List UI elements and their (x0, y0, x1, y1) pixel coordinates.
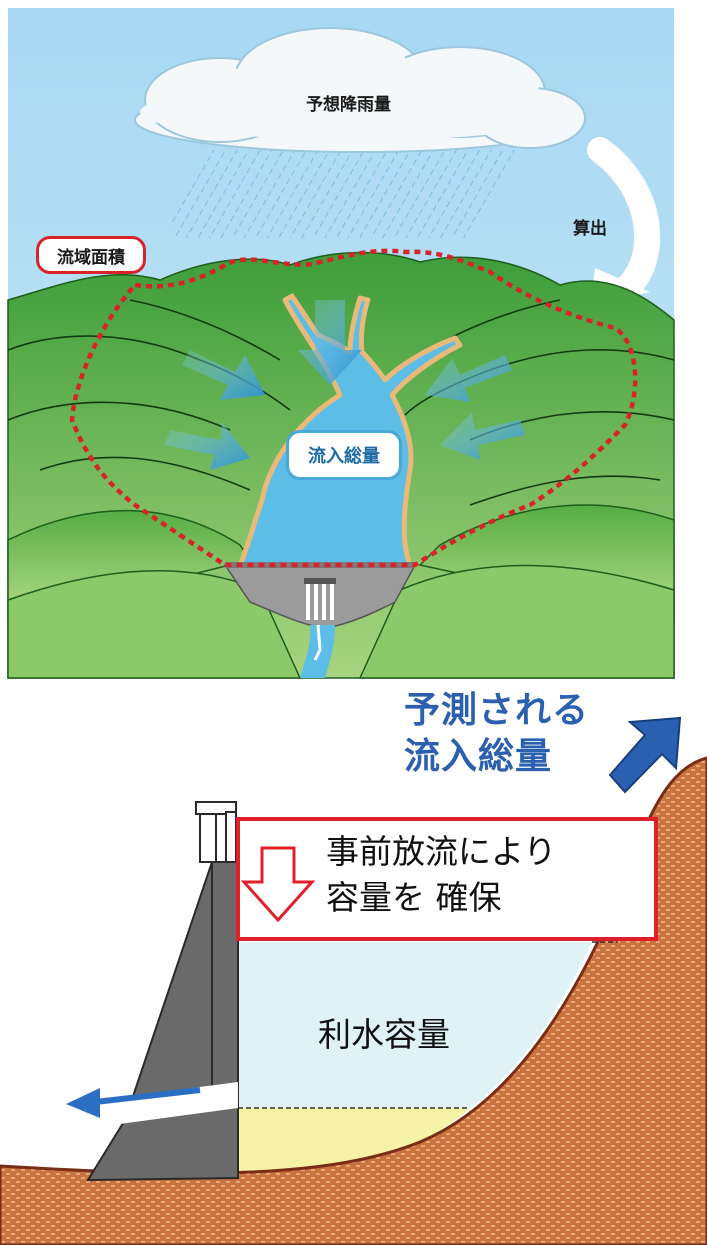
dam-icon (223, 562, 417, 629)
outflow-stream (300, 625, 335, 678)
basin-boundary (69, 248, 638, 568)
curved-arrow-icon (587, 137, 661, 303)
dam-cross-section (0, 716, 707, 1245)
water-use-storage (238, 942, 592, 1108)
dam-body-icon (86, 801, 239, 1182)
calculate-label: 算出 (573, 219, 607, 239)
predicted-inflow-line2: 流入総量 (404, 736, 553, 777)
water-use-capacity-label: 利水容量 (318, 1015, 450, 1054)
spillway-splash (313, 624, 322, 661)
release-arrow-icon (66, 1087, 201, 1118)
inflow-arrows (165, 300, 525, 470)
cloud-icon (134, 27, 586, 153)
total-inflow-label-box: 流入総量 (286, 430, 402, 480)
total-inflow-label: 流入総量 (308, 446, 380, 467)
prerelease-text-line2: 容量を 確保 (326, 878, 502, 917)
prerelease-text-line1: 事前放流により (326, 832, 557, 871)
basin-area-label-box: 流域面積 (36, 236, 146, 274)
prerelease-capacity-box (236, 817, 658, 941)
sediment-layer (238, 1108, 470, 1178)
basin-area-label: 流域面積 (57, 247, 125, 268)
watershed-illustration (7, 8, 675, 679)
predicted-inflow-line1: 予測される (404, 690, 590, 731)
rain-streaks (165, 150, 520, 238)
down-arrow-icon (240, 846, 316, 923)
predicted-inflow-arrow-icon (608, 716, 682, 794)
rainfall-label: 予想降雨量 (306, 95, 391, 115)
